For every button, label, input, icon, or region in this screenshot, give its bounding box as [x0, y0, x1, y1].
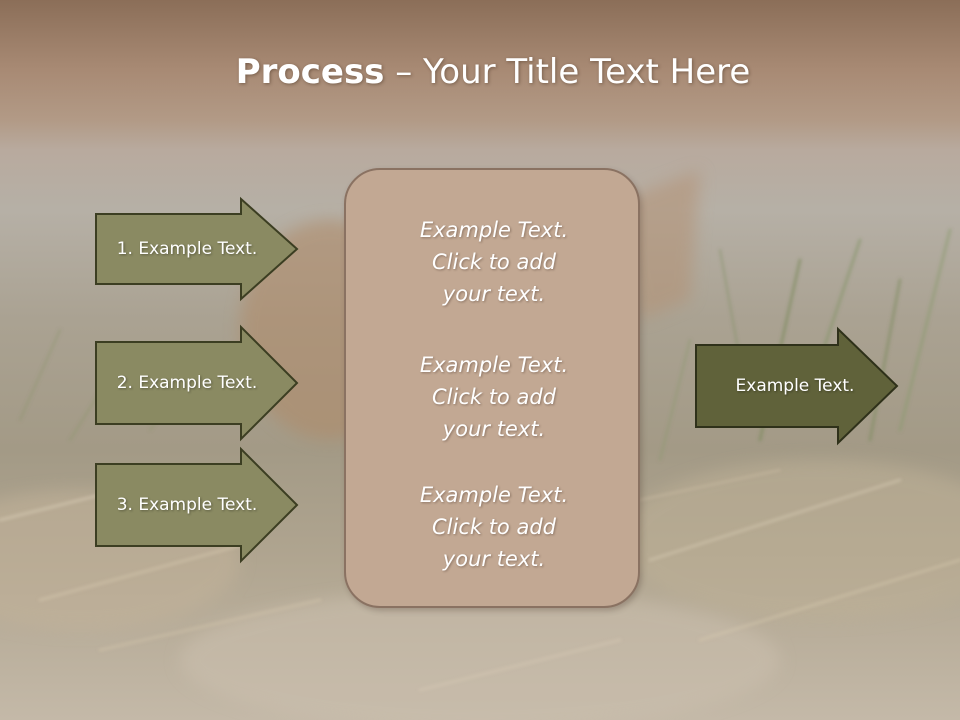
- arrow-right-shape: [95, 196, 299, 302]
- left-arrow-3[interactable]: 3. Example Text.: [95, 446, 299, 564]
- center-paragraph-line: Click to add: [431, 385, 556, 409]
- center-paragraph-line: Example Text.: [419, 218, 569, 242]
- right-arrow-label: Example Text.: [735, 376, 855, 396]
- left-arrow-1-label: 1. Example Text.: [116, 239, 258, 259]
- center-paragraph-line: your text.: [442, 547, 546, 571]
- left-arrow-1[interactable]: 1. Example Text.: [95, 196, 299, 302]
- center-paragraph-2: Example Text. Click to add your text.: [346, 349, 642, 445]
- center-paragraph-line: your text.: [442, 417, 546, 441]
- center-paragraph-line: Click to add: [431, 515, 556, 539]
- center-paragraph-line: Example Text.: [419, 483, 569, 507]
- center-text-box[interactable]: Example Text. Click to add your text. Ex…: [344, 168, 640, 608]
- left-arrow-2[interactable]: 2. Example Text.: [95, 324, 299, 442]
- left-arrow-2-label: 2. Example Text.: [116, 373, 258, 393]
- title-rest: – Your Title Text Here: [384, 52, 751, 92]
- center-paragraph-line: Example Text.: [419, 353, 569, 377]
- slide-title[interactable]: Process – Your Title Text Here: [0, 52, 960, 92]
- center-paragraph-1: Example Text. Click to add your text.: [346, 214, 642, 310]
- center-paragraph-line: your text.: [442, 282, 546, 306]
- arrow-right-shape: [695, 326, 899, 446]
- title-bold: Process: [235, 52, 385, 92]
- center-paragraph-line: Click to add: [431, 250, 556, 274]
- center-paragraph-3: Example Text. Click to add your text.: [346, 479, 642, 575]
- left-arrow-3-label: 3. Example Text.: [116, 495, 258, 515]
- right-arrow[interactable]: Example Text.: [695, 326, 899, 446]
- arrow-right-shape: [95, 446, 299, 564]
- arrow-right-shape: [95, 324, 299, 442]
